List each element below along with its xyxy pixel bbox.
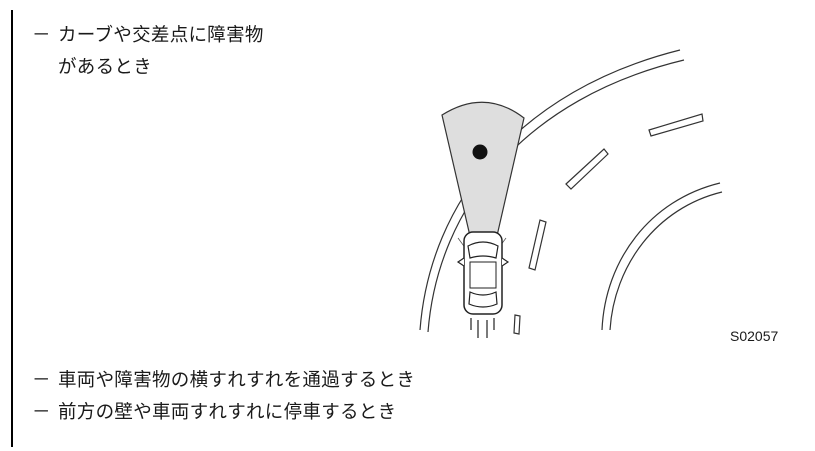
bullet-text: 車両や障害物の横すれすれを通過するとき [58, 370, 416, 391]
bullet-text-line1: カーブや交差点に障害物 [58, 25, 264, 46]
bullet-dash: － [32, 402, 51, 423]
bullet-dash: － [32, 25, 51, 46]
car-top-view [456, 231, 510, 338]
lane-mark [513, 314, 521, 335]
lane-mark [565, 148, 609, 190]
left-margin-rule [11, 10, 13, 447]
bullet-curve-obstacle-cont: があるとき [58, 56, 152, 80]
bullet-curve-obstacle: － カーブや交差点に障害物 [32, 24, 264, 48]
road-inner-edge [601, 182, 721, 331]
lane-mark [648, 113, 704, 137]
lane-mark [528, 219, 547, 271]
bullet-passing-beside: － 車両や障害物の横すれすれを通過するとき [32, 369, 415, 393]
bullet-text-line2: があるとき [58, 57, 153, 78]
road-inner-edge-inner [609, 191, 723, 331]
obstacle-dot [472, 144, 488, 160]
figure-code: S02057 [730, 328, 779, 344]
bullet-stopping-near: － 前方の壁や車両すれすれに停車するとき [32, 401, 396, 425]
sensor-detection-area [441, 101, 525, 263]
bullet-text: 前方の壁や車両すれすれに停車するとき [58, 402, 397, 423]
bullet-dash: － [32, 370, 51, 391]
